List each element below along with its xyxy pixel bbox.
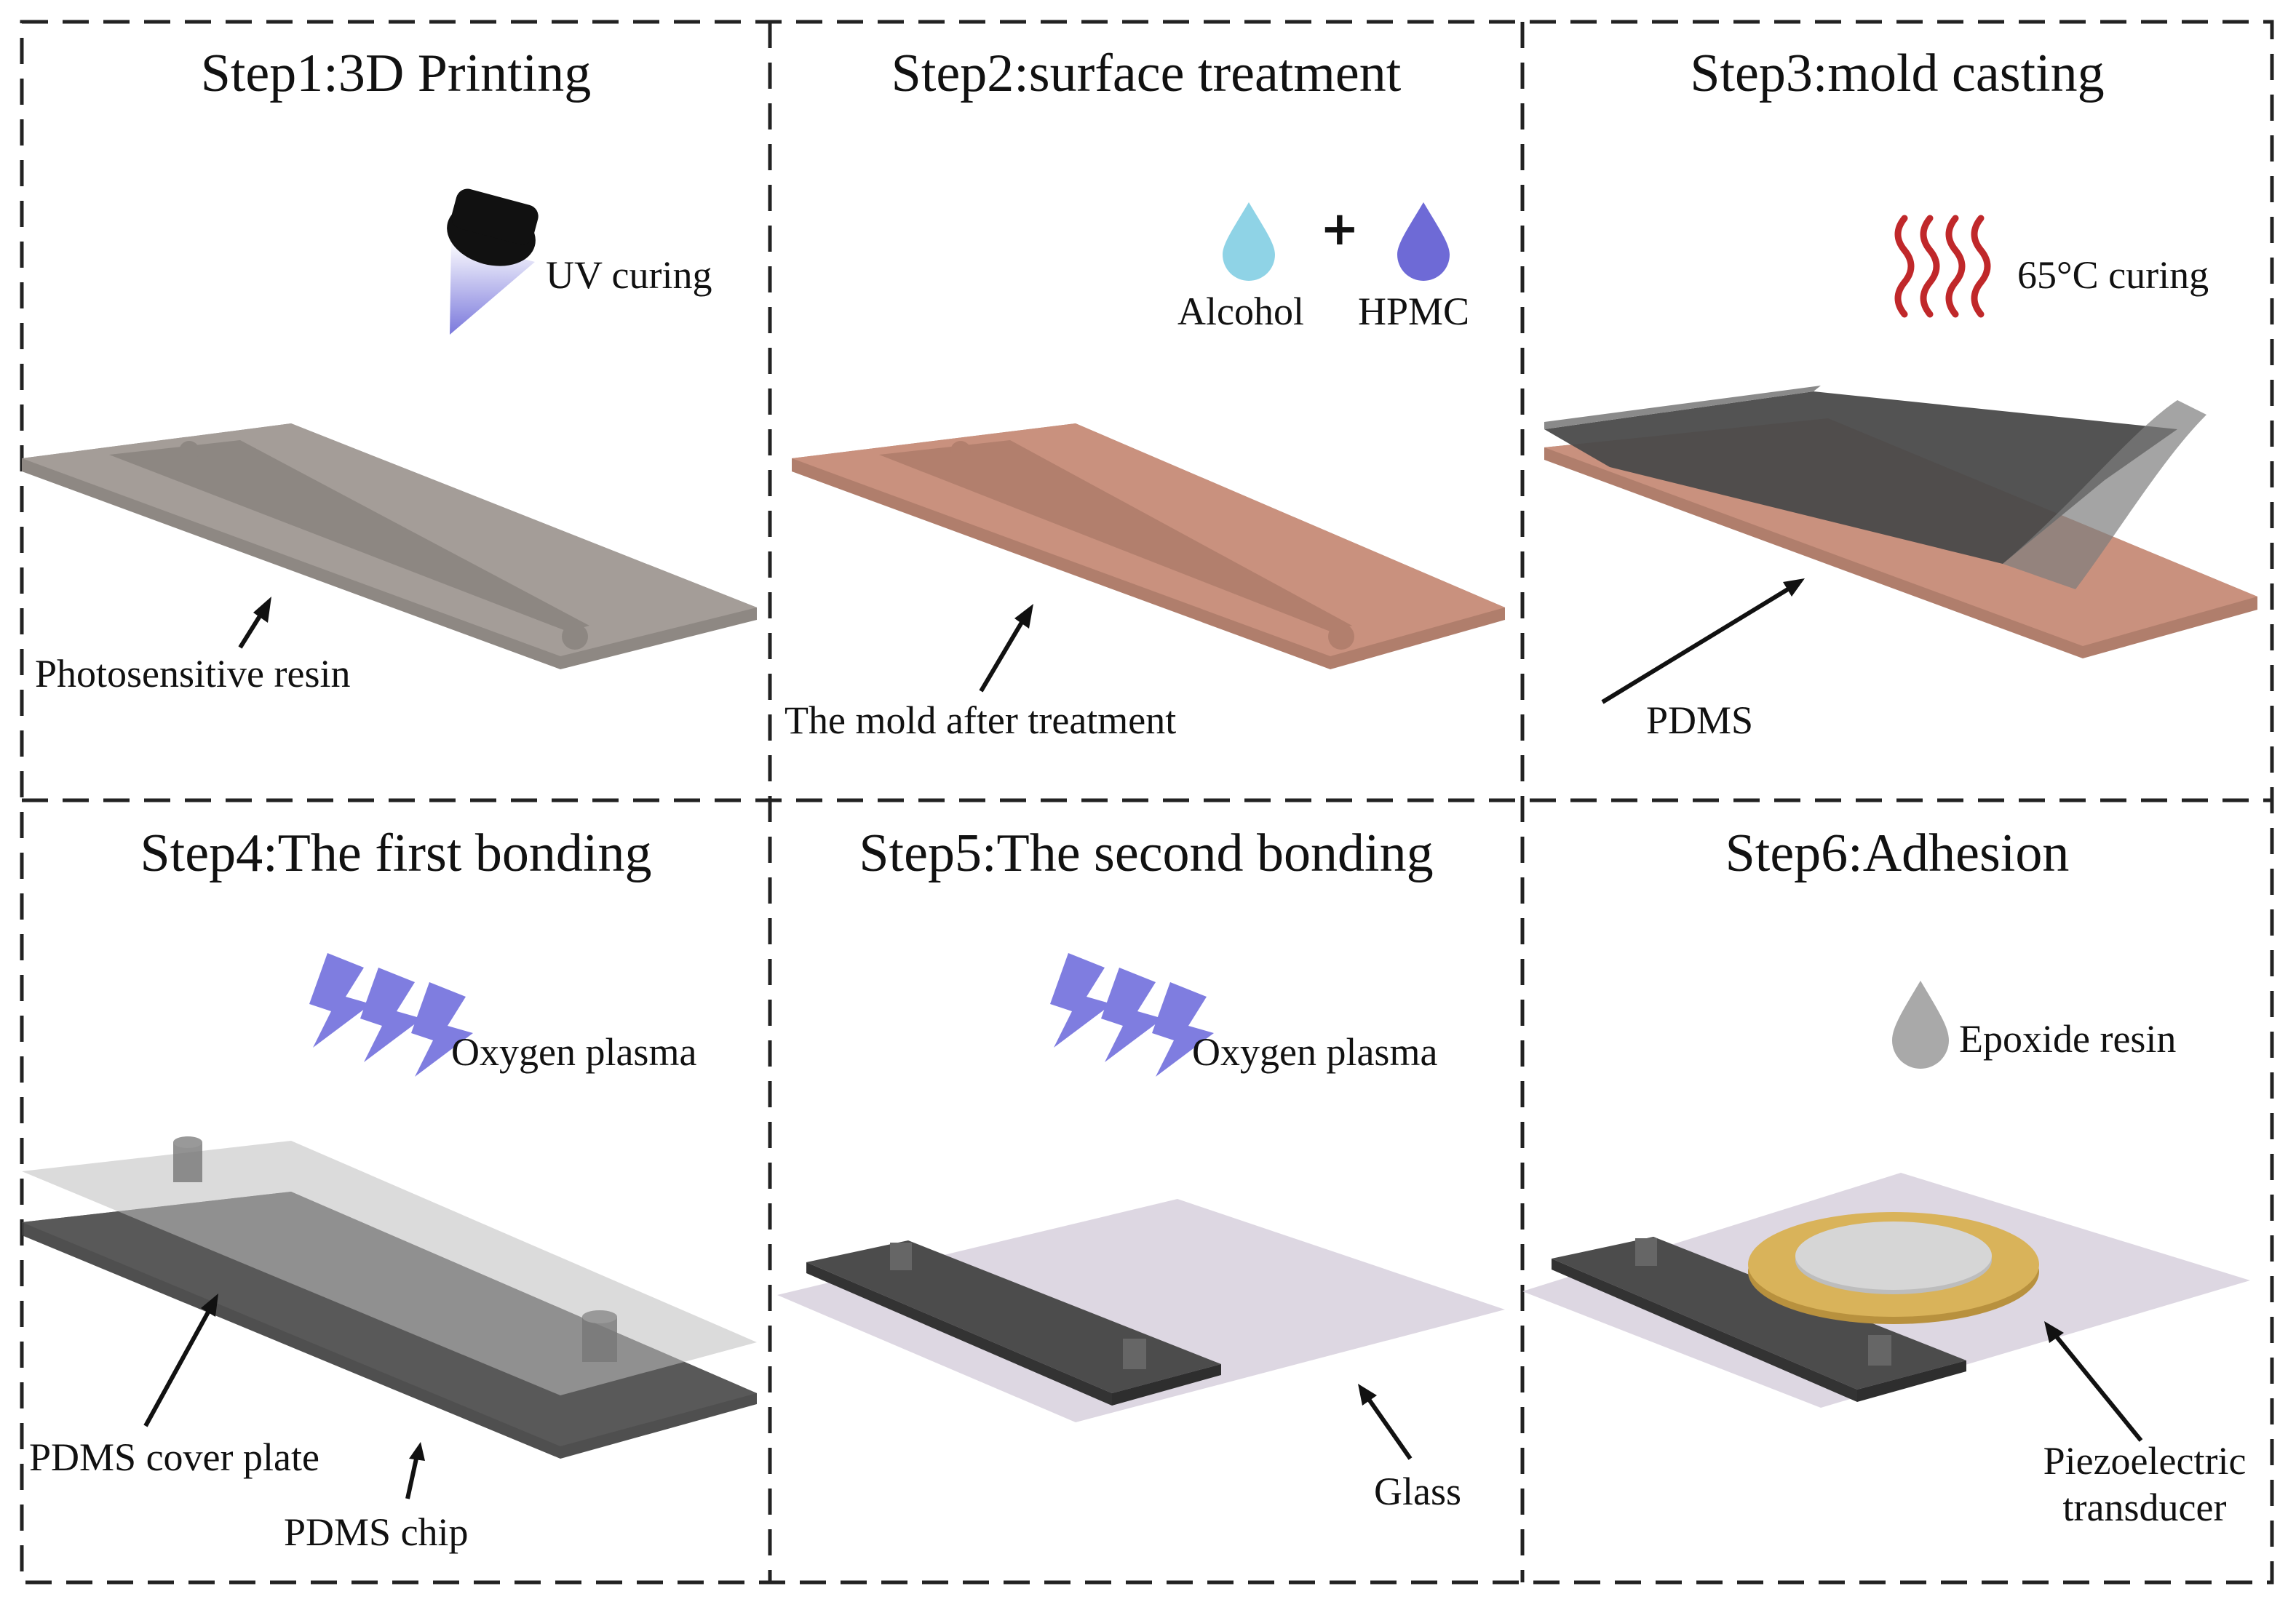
plasma-bolt-icon xyxy=(309,953,473,1077)
step-1-title: Step1:3D Printing xyxy=(200,44,592,103)
plus-sign: + xyxy=(1320,202,1359,256)
treated-mold-label: The mold after treatment xyxy=(784,698,1177,742)
alcohol-drop-icon xyxy=(1223,202,1275,281)
resin-plate xyxy=(22,423,757,669)
step-1-illustration xyxy=(22,188,757,669)
epoxide-resin-label: Epoxide resin xyxy=(1959,1017,2177,1061)
step-4-illustration xyxy=(22,953,757,1499)
glass-arrow xyxy=(1358,1384,1413,1460)
piezoelectric-transducer xyxy=(1748,1212,2039,1324)
hpmc-drop-icon xyxy=(1397,202,1450,281)
step-2-illustration xyxy=(792,202,1505,693)
heat-curing-label: 65°C curing xyxy=(2017,253,2209,297)
plasma-bolt-icon xyxy=(1050,953,1214,1077)
pdms-peeling-layer xyxy=(1544,386,2206,589)
alcohol-label: Alcohol xyxy=(1177,290,1304,333)
step-6-illustration xyxy=(1522,981,2250,1442)
cover-plate-arrow xyxy=(143,1294,218,1427)
pdms-chip-stack xyxy=(22,1136,757,1459)
step-2-panel: Step2:surface treatment Alcohol + HPMC T… xyxy=(770,22,1522,800)
glass-label: Glass xyxy=(1374,1470,1461,1513)
treated-mold-plate xyxy=(792,423,1505,669)
photosensitive-resin-label: Photosensitive resin xyxy=(35,652,351,696)
step-2-title: Step2:surface treatment xyxy=(891,44,1402,103)
mold-arrow xyxy=(979,604,1033,693)
step-1-panel: Step1:3D Printing xyxy=(22,22,770,800)
bonded-pdms-chip xyxy=(1552,1237,1966,1402)
step-5-title: Step5:The second bonding xyxy=(859,824,1434,883)
pdms-cover-plate-label: PDMS cover plate xyxy=(29,1435,319,1479)
piezoelectric-label-line-2: transducer xyxy=(2062,1486,2227,1529)
transducer-arrow xyxy=(2044,1321,2143,1442)
heat-waves-icon xyxy=(1894,215,1991,318)
chip-arrow xyxy=(405,1442,425,1499)
glass-slide xyxy=(777,1199,1505,1422)
epoxy-drop-icon xyxy=(1892,981,1949,1069)
hpmc-label: HPMC xyxy=(1358,290,1470,333)
step-6-panel: Step6:Adhesion Epoxide resin xyxy=(1522,800,2272,1582)
uv-curing-label: UV curing xyxy=(546,253,712,297)
pdms-label: PDMS xyxy=(1646,698,1754,742)
step-3-panel: Step3:mold casting 65°C curing xyxy=(1522,22,2272,800)
step-3-illustration xyxy=(1544,215,2257,704)
step-6-title: Step6:Adhesion xyxy=(1725,824,2070,883)
step-4-title: Step4:The first bonding xyxy=(140,824,652,883)
step-4-panel: Step4:The first bonding xyxy=(22,800,770,1582)
step-5-panel: Step5:The second bonding Oxygen plasma G… xyxy=(770,800,1522,1582)
piezoelectric-label-line-1: Piezoelectric xyxy=(2043,1439,2247,1483)
oxygen-plasma-label-2: Oxygen plasma xyxy=(1192,1030,1438,1074)
step-5-illustration xyxy=(777,953,1505,1460)
resin-arrow xyxy=(238,597,271,649)
pdms-chip-label: PDMS chip xyxy=(284,1510,469,1554)
bonded-pdms-chip xyxy=(806,1240,1221,1406)
uv-lamp-icon xyxy=(447,188,539,335)
step-3-title: Step3:mold casting xyxy=(1690,44,2105,103)
pdms-arrow xyxy=(1601,578,1805,704)
oxygen-plasma-label-1: Oxygen plasma xyxy=(451,1030,697,1074)
